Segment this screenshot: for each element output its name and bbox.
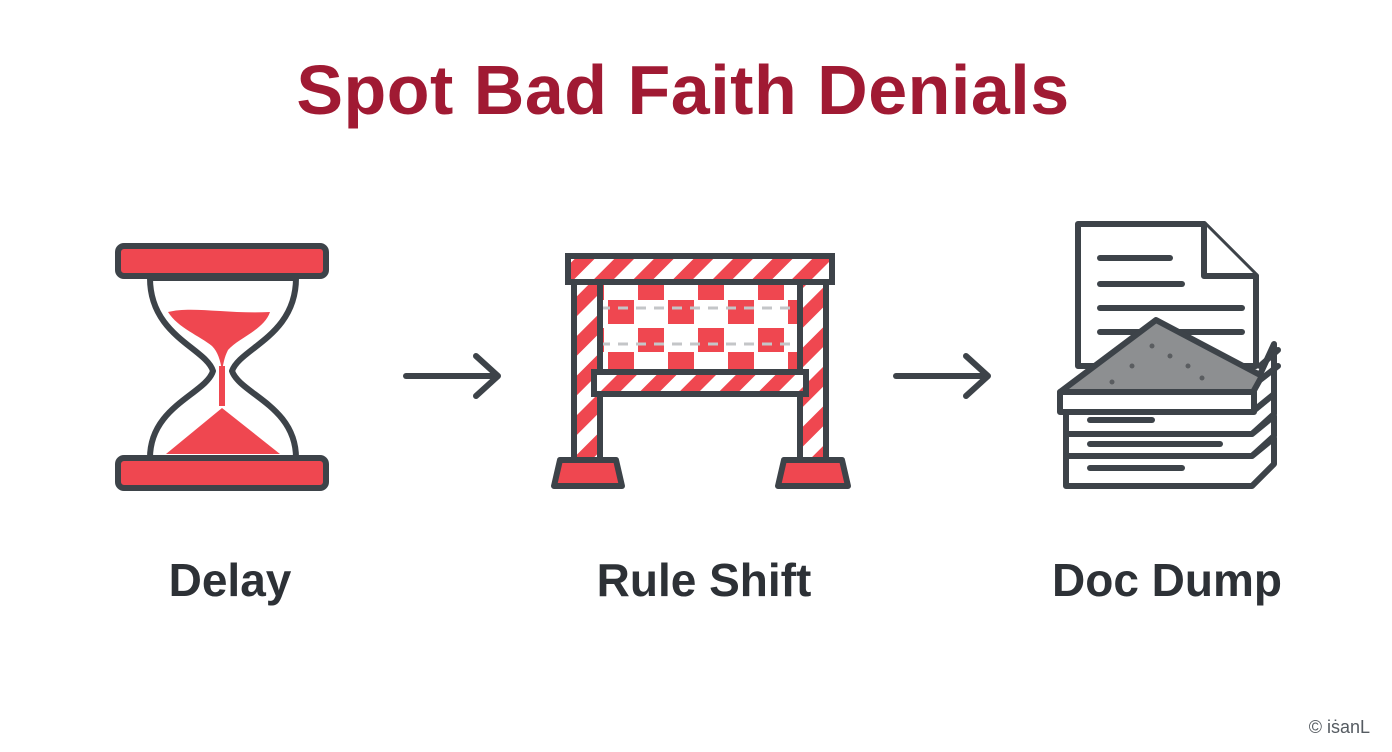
document-pile-icon [1057,221,1281,489]
step-doc-dump [1052,216,1288,494]
watermark: © iṡanL [1308,717,1370,737]
arrow-right-icon [893,353,991,399]
step-label-doc-dump: Doc Dump [1052,554,1282,606]
step-label-rule-shift: Rule Shift [596,554,812,606]
hourglass-icon [115,243,329,491]
arrow-right-icon [403,353,501,399]
barrier-icon [551,253,851,489]
arrow-2 [890,350,996,402]
arrow-1 [400,350,506,402]
page-title: Spot Bad Faith Denials [296,51,1070,129]
step-label-delay: Delay [168,554,292,606]
step-rule-shift [546,248,862,494]
step-delay [106,236,338,498]
